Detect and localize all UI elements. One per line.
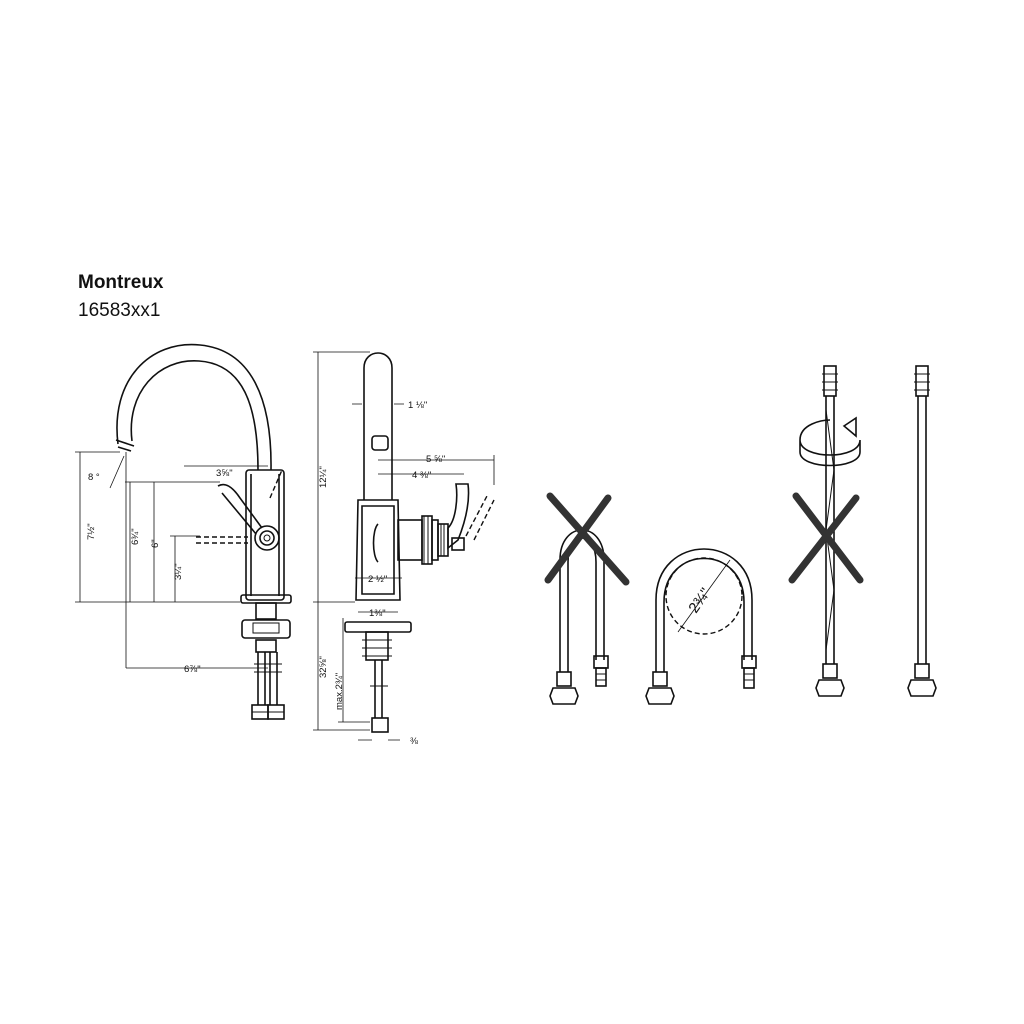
- hose-bent-radius: [645, 548, 757, 705]
- dim-bend-2-3-4: 2¾": [685, 585, 714, 616]
- product-title: Montreux: [78, 272, 164, 293]
- side-view: [313, 351, 495, 741]
- dim-4-3-8: 4 ⅜": [412, 470, 431, 481]
- dim-6-3-4: 6¾": [130, 528, 141, 545]
- dim-1-1-8: 1 ⅛": [408, 400, 427, 411]
- dim-5-5-8: 5 ⅝": [426, 454, 445, 465]
- dim-3-8: ⅜: [410, 736, 418, 747]
- dim-7-1-2: 7½": [86, 523, 97, 540]
- dim-3-1-4: 3¼": [173, 563, 184, 580]
- hose-twisted-crossed: [788, 365, 864, 697]
- dim-2-1-2: 2 ½": [368, 574, 387, 585]
- dim-angle: 8 °: [88, 472, 100, 483]
- dim-max-2-3-4: max.2¾": [334, 673, 345, 710]
- dim-32-5-8: 32⅝": [318, 656, 329, 678]
- dim-6: 6": [150, 539, 161, 548]
- hose-straight: [907, 365, 937, 697]
- front-view: [75, 343, 292, 720]
- hose-bent-crossed: [544, 492, 630, 705]
- dim-12-1-4: 12¼": [318, 466, 329, 488]
- dim-3-5-8: 3⅝": [216, 468, 233, 479]
- dim-1-3-8: 1⅜": [369, 608, 386, 619]
- model-number: 16583xx1: [78, 300, 161, 321]
- dim-6-7-8: 6⅞": [184, 664, 201, 675]
